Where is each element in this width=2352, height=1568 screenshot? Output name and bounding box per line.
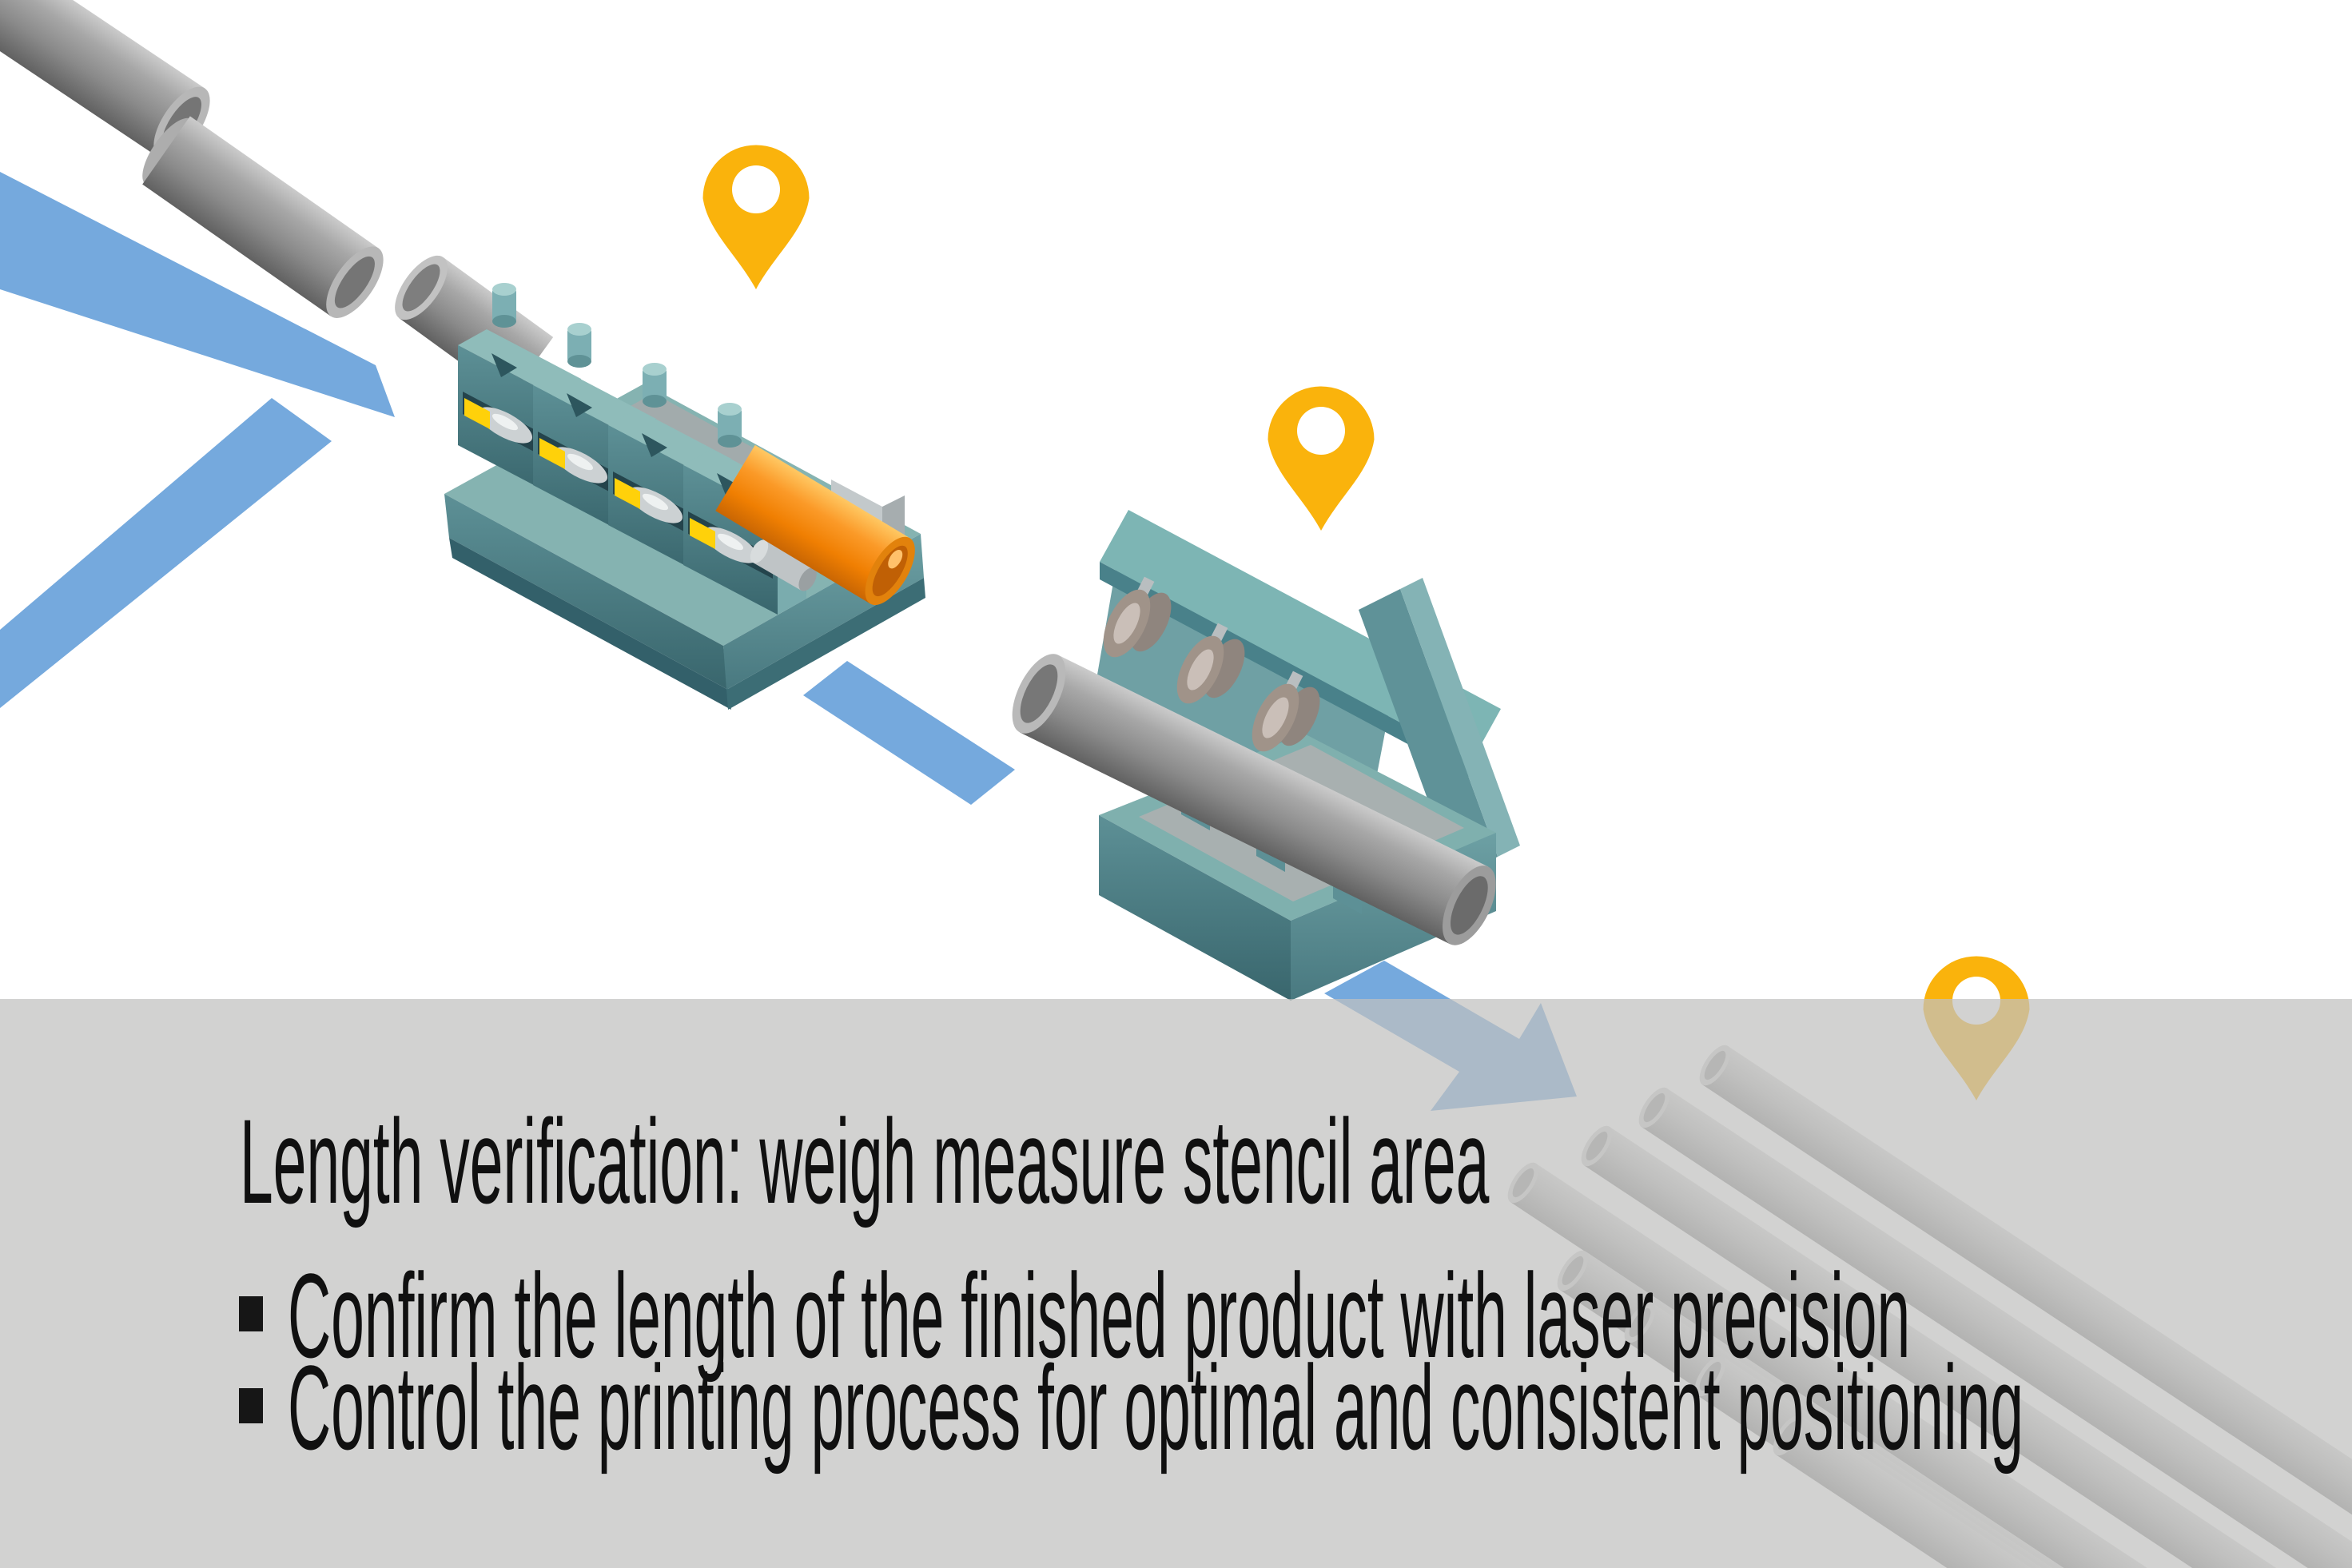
flow-dash-3 — [803, 661, 1015, 805]
upper-roller — [1176, 623, 1245, 704]
bullet-item: Confirm the length of the finished produ… — [288, 1248, 1911, 1383]
sizing-roller-machine — [1012, 510, 1520, 1001]
upper-roller — [1252, 671, 1320, 752]
flow-dash-1 — [0, 172, 395, 417]
upper-roller — [1103, 576, 1172, 658]
bullet-marker-icon — [239, 1296, 263, 1331]
rolling-mill-machine — [444, 283, 925, 710]
bullet-marker-icon — [239, 1388, 263, 1423]
incoming-tubes — [0, 0, 554, 398]
flow-dash-2 — [0, 398, 332, 708]
bullet-item: Control the printing process for optimal… — [288, 1340, 2024, 1474]
guide-bolt — [750, 539, 817, 591]
sized-tube — [1012, 654, 1496, 945]
caption-band — [0, 999, 2352, 1568]
slide-title: Length verification: weigh measure stenc… — [240, 1094, 1490, 1228]
hot-tube — [715, 444, 915, 606]
raw-tube-2 — [142, 116, 384, 318]
